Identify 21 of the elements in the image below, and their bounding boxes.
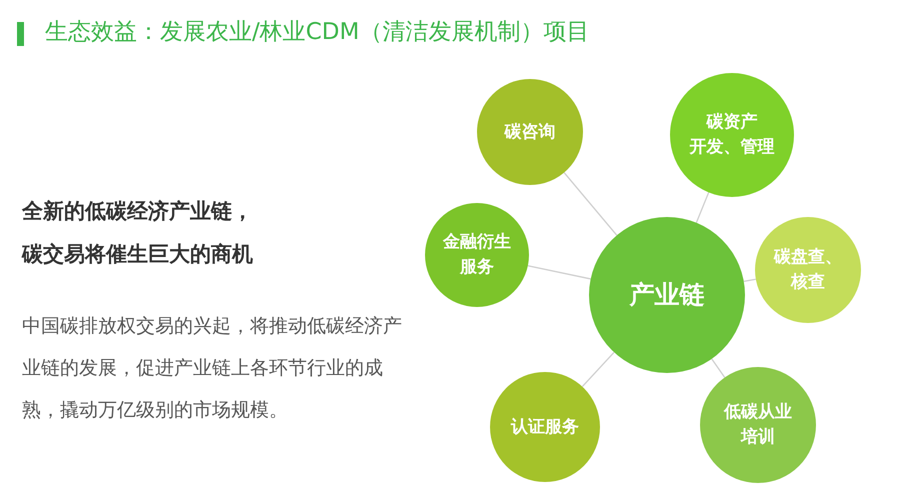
node-label: 认证服务 [511, 416, 579, 439]
node-label: 碳咨询 [504, 120, 556, 144]
connector-line [582, 352, 615, 388]
node-label: 培训 [741, 426, 775, 449]
connector-line [696, 192, 710, 223]
paragraph: 中国碳排放权交易的兴起，将推动低碳经济产业链的发展，促进产业链上各环节行业的成熟，撬动万亿级别的市场规模。 [22, 314, 403, 423]
node-label: 服务 [460, 256, 494, 279]
title: 生态效益：发展农业/林业CDM（清洁发展机制）项目 [45, 18, 590, 47]
node-label: 核查 [791, 271, 825, 294]
node-label: 产业链 [630, 278, 704, 311]
headline: 碳交易将催生巨大的商机 [22, 241, 253, 268]
connector-line [744, 278, 756, 282]
node-label: 低碳从业 [724, 401, 792, 424]
node-label: 开发、管理 [690, 136, 774, 159]
headline: 全新的低碳经济产业链， [22, 198, 253, 225]
node-label: 碳资产 [706, 111, 758, 134]
node-label: 碳盘查、 [774, 246, 842, 270]
node-label: 金融衍生 [443, 231, 511, 254]
connector-line [564, 172, 618, 236]
connector-line [528, 265, 591, 280]
connector-line [711, 358, 726, 378]
